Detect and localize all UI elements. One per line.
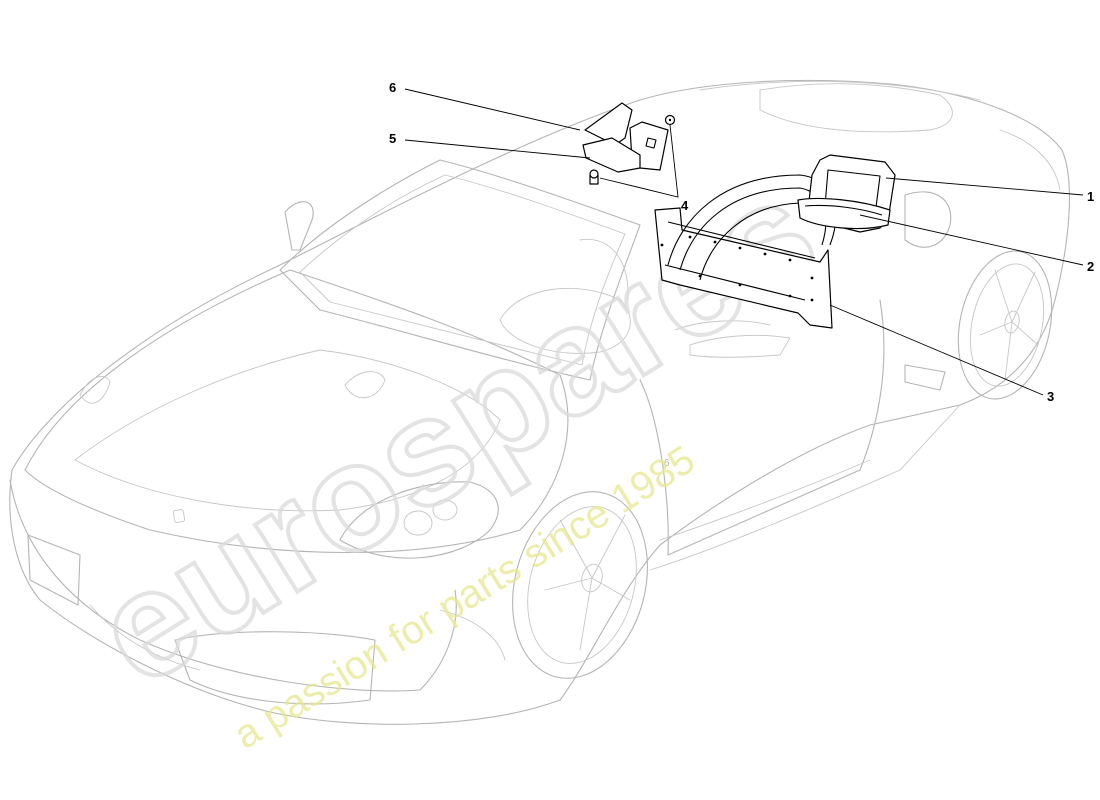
part-4-screw-top[interactable] — [664, 114, 676, 126]
rear-side-intake — [904, 191, 952, 248]
windshield-frame — [279, 159, 641, 381]
leader-1 — [885, 177, 1084, 196]
callout-3: 3 — [1047, 389, 1054, 404]
callout-labels: 6 5 4 1 2 3 — [389, 80, 1094, 404]
interior-seat — [499, 287, 631, 354]
leader-4a — [599, 124, 679, 198]
rear-wheel — [957, 250, 1053, 400]
callout-5: 5 — [389, 131, 396, 146]
callout-4: 4 — [681, 198, 689, 213]
leader-6 — [404, 88, 581, 131]
callout-1: 1 — [1087, 189, 1094, 204]
watermark-logo: eurospares — [68, 146, 843, 717]
leader-2 — [859, 214, 1084, 266]
door-outline — [639, 299, 885, 556]
car-hood — [24, 269, 569, 554]
windshield-glass — [299, 174, 626, 366]
car-body-outline — [9, 79, 1071, 725]
front-bumper — [9, 479, 457, 692]
hood-vent-right — [344, 371, 386, 399]
callout-6: 6 — [389, 80, 396, 95]
leader-lines — [404, 88, 1084, 396]
headlight — [339, 481, 499, 559]
front-wheel — [512, 491, 648, 679]
part-4-screw-bottom[interactable] — [589, 169, 599, 185]
callout-2: 2 — [1087, 259, 1094, 274]
leader-5 — [404, 139, 591, 159]
side-skirt-vent — [904, 364, 946, 391]
side-mirror — [284, 201, 314, 251]
car-outline: 6 — [9, 79, 1071, 725]
part-2-window-seal[interactable] — [797, 197, 891, 230]
door-badge: 6 — [664, 458, 670, 469]
front-intake-center — [174, 631, 376, 705]
watermark: eurospares a passion for parts since 198… — [66, 144, 845, 758]
front-intake-left — [27, 534, 81, 606]
hood-vent-left — [79, 376, 111, 404]
leader-3 — [829, 304, 1044, 396]
